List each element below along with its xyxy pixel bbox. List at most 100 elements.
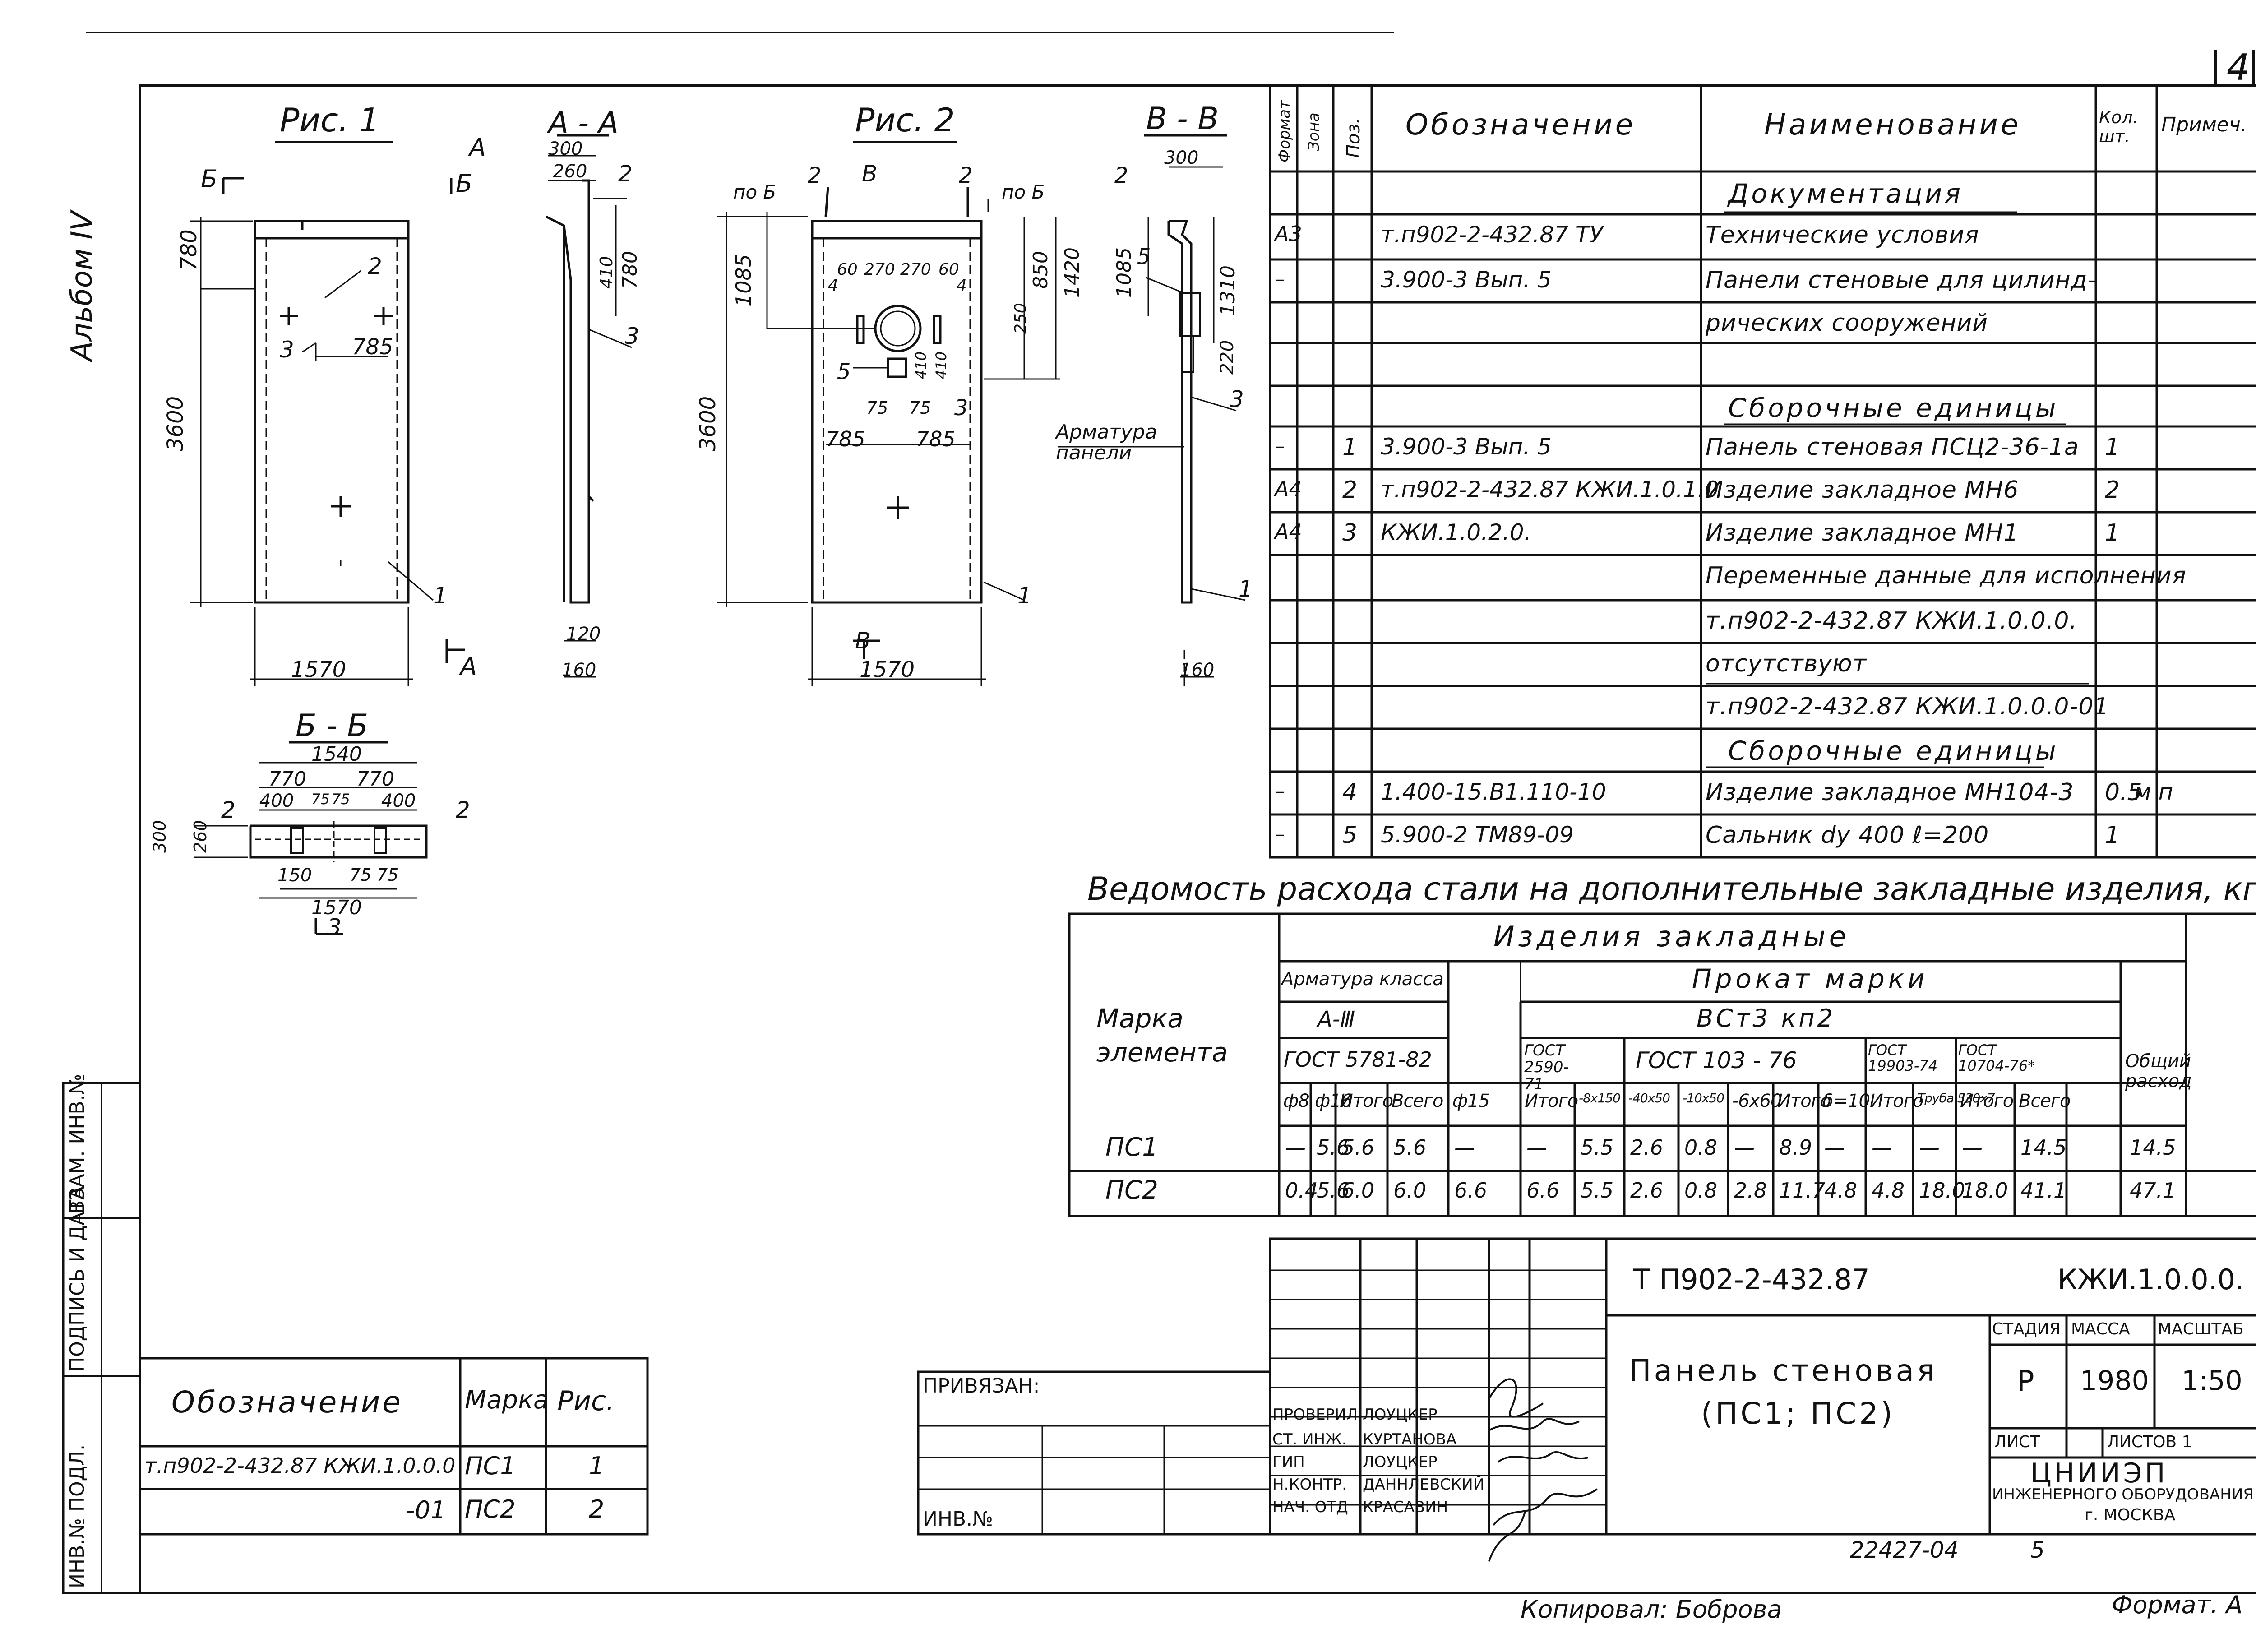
steel-row-value: 5.6 [1317, 1135, 1350, 1160]
fig1-mark-b2: Б [456, 169, 473, 198]
steel-col-header: Итого [1525, 1091, 1578, 1111]
marks-header-mark: Марка [465, 1385, 549, 1415]
fig1-dim-3600: 3600 [163, 396, 188, 451]
fig2-dim-4a: 4 [828, 276, 838, 295]
aa-dim-260: 260 [553, 161, 587, 182]
section-aa-drawing [545, 134, 632, 678]
steel-table-title: Ведомость расхода стали на дополнительны… [1087, 870, 2256, 907]
steel-col-header: -10x50 [1683, 1091, 1724, 1106]
spec-row-designation: т.п902-2-432.87 КЖИ.1.0.1.0 [1381, 477, 1719, 503]
fig2-dim-1420: 1420 [1061, 247, 1084, 298]
steel-row-value: 41.1 [2020, 1178, 2067, 1203]
spec-row-name: рических сооружений [1706, 310, 1988, 337]
steel-col-header: Итого [1777, 1091, 1831, 1111]
fig1-callout-3: 3 [280, 337, 294, 363]
spec-row-designation: 3.900-3 Вып. 5 [1381, 434, 1552, 460]
tb-role: ГИП [1272, 1453, 1305, 1471]
fig2-mark-pob2: по Б [1002, 181, 1045, 203]
fig2-dim-75b: 75 [909, 398, 931, 418]
fig2-dim-1570: 1570 [860, 657, 915, 682]
fig2-mark-pob: по Б [733, 181, 777, 203]
fig2-dim-4b: 4 [957, 276, 967, 295]
steel-col-header: -40x50 [1628, 1091, 1670, 1106]
steel-header-group: Изделия закладные [1493, 920, 1850, 953]
spec-row-qty: 1 [2105, 434, 2120, 461]
sheet-frame [139, 84, 2256, 1594]
marks-row1-designation: т.п902-2-432.87 КЖИ.1.0.0.0 [144, 1453, 456, 1478]
steel-row-value: 0.8 [1684, 1135, 1718, 1160]
tb-name: ЛОУЦКЕР [1363, 1406, 1438, 1424]
marks-row1-mark: ПС1 [465, 1452, 516, 1480]
aa-callout-3: 3 [625, 323, 639, 349]
tb-scale: 1:50 [2182, 1365, 2242, 1397]
steel-header-rolled: Прокат марки [1692, 963, 1928, 994]
bb-dim-770a: 770 [268, 768, 306, 791]
tb-sheet-label: ЛИСТ [1994, 1433, 2040, 1451]
fig2-dim-270a: 270 [864, 260, 895, 279]
fig1-dim-780: 780 [176, 229, 202, 271]
spec-row-designation: 3.900-3 Вып. 5 [1381, 267, 1552, 293]
spec-row-name: Изделие закладное МН1 [1706, 519, 2019, 546]
marks-row2-designation: -01 [406, 1496, 446, 1524]
steel-row-value: 4.8 [1824, 1178, 1858, 1203]
steel-row-value: — [1824, 1135, 1845, 1160]
fig2-dim-1085: 1085 [731, 254, 756, 307]
fig2-dim-60a: 60 [837, 260, 858, 279]
bb-dim-300: 300 [150, 820, 170, 853]
aa-callout-2: 2 [618, 161, 633, 187]
steel-row-value: 18.0 [1962, 1178, 2008, 1203]
fig2-dim-850: 850 [1029, 251, 1052, 289]
aa-dim-120: 120 [566, 624, 601, 644]
fig2-mark-v2: В [855, 628, 871, 654]
steel-header-rolled-grade: ВСт3 кп2 [1697, 1004, 1836, 1032]
doc-suffix: 5 [2030, 1537, 2045, 1563]
fig1-mark-a: А [469, 133, 486, 162]
marks-table-grid [139, 1357, 649, 1536]
spec-row-name: Изделие закладное МН6 [1706, 477, 2019, 504]
steel-row-value: 5.5 [1581, 1135, 1614, 1160]
spec-row-qty: 1 [2105, 519, 2120, 546]
fig2-dim-250: 250 [1012, 303, 1030, 334]
spec-row-designation: 5.900-2 ТМ89-09 [1381, 822, 1574, 848]
spec-header-note: Примеч. [2161, 113, 2247, 136]
tb-role: СТ. ИНЖ. [1272, 1430, 1347, 1448]
fig2-dim-3600: 3600 [695, 396, 721, 451]
aa-dim-160: 160 [562, 660, 596, 680]
figure-2-drawing [717, 141, 1060, 686]
spec-row-qty: 2 [2105, 477, 2120, 504]
tb-org1: ЦНИИЭП [2030, 1458, 2168, 1489]
steel-row-value: 0.8 [1684, 1178, 1718, 1203]
spec-row-pos: 2 [1342, 477, 1358, 504]
bb-callout-2a: 2 [221, 797, 236, 823]
steel-row-value: 2.8 [1734, 1178, 1767, 1203]
steel-col-header: ф15 [1452, 1091, 1490, 1111]
fig1-dim-1570: 1570 [291, 657, 347, 682]
spec-row-name: Переменные данные для исполнения [1706, 562, 2187, 589]
section-vv-title: В - В [1146, 101, 1219, 137]
marks-row2-fig: 2 [589, 1495, 605, 1523]
copied-by: Копировал: Боброва [1521, 1595, 1782, 1624]
steel-col-header: ф8 [1283, 1091, 1310, 1111]
side-stamp-replace: ВЗАМ. ИНВ.№ [66, 1074, 89, 1214]
fig2-callout-2b: 2 [959, 163, 973, 188]
section-vv-drawing [1058, 134, 1246, 686]
bb-dim-400b: 400 [381, 791, 416, 811]
steel-header-rebar-class: А-Ⅲ [1318, 1007, 1355, 1032]
steel-row-value: 6.6 [1526, 1178, 1560, 1203]
spec-row-qty: 0.5 [2105, 779, 2142, 806]
spec-header-format: Формат [1276, 100, 1294, 162]
spec-row-pos: 4 [1342, 779, 1358, 806]
vv-callout-3: 3 [1230, 386, 1244, 412]
steel-row-value: — [1962, 1135, 1983, 1160]
tb-org2: ИНЖЕНЕРНОГО ОБОРУДОВАНИЯ [1992, 1485, 2254, 1504]
bb-dim-75c: 75 [350, 865, 372, 885]
spec-row-designation: 1.400-15.В1.110-10 [1381, 779, 1606, 805]
bb-dim-400a: 400 [259, 791, 294, 811]
steel-row-value: — [1454, 1135, 1475, 1160]
vv-dim-220: 220 [1217, 340, 1238, 375]
steel-header-rebar-gost: ГОСТ 5781-82 [1284, 1047, 1432, 1072]
fig1-mark-b: Б [201, 165, 218, 193]
tb-code: КЖИ.1.0.0.0. [2057, 1263, 2244, 1296]
steel-row-value: 2.6 [1630, 1178, 1664, 1203]
spec-row-pos: 3 [1342, 519, 1358, 546]
